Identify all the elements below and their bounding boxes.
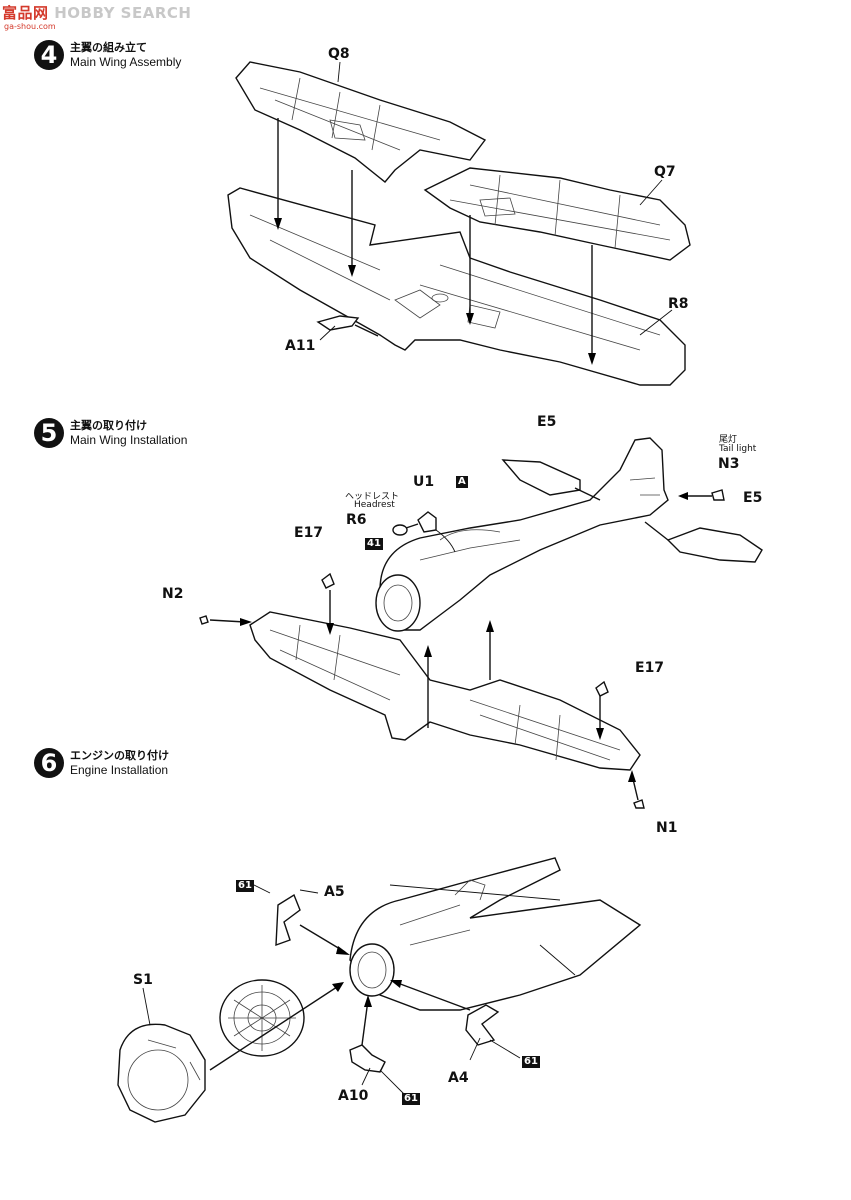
step-number: 4 [34, 40, 64, 70]
step-6-header: 6 エンジンの取り付け Engine Installation [34, 748, 169, 778]
label-headrest-ja: ヘッドレスト [345, 492, 400, 502]
step-number: 5 [34, 418, 64, 448]
paint-code-61-a10: 61 [402, 1093, 420, 1105]
step-title-en: Main Wing Assembly [70, 55, 182, 69]
watermark-url: ga-shou.com [4, 22, 56, 31]
part-r6 [392, 523, 419, 536]
label-u1: U1 [413, 474, 435, 490]
label-tail-light-ja: 尾灯 [719, 435, 738, 445]
label-n2: N2 [162, 586, 184, 602]
exhaust-a10 [349, 1044, 386, 1073]
step-4-header: 4 主翼の組み立て Main Wing Assembly [34, 40, 181, 70]
fuselage [375, 437, 669, 632]
step5-arrows [209, 590, 639, 801]
label-a5: A5 [324, 884, 345, 900]
step-number: 6 [34, 748, 64, 778]
label-s1: S1 [133, 972, 153, 988]
upper-wing-right-q7 [423, 167, 691, 261]
label-e5-right: E5 [743, 490, 763, 506]
label-headrest-en: Headrest [354, 500, 395, 510]
exhaust-a4 [465, 1004, 500, 1046]
label-tail-light-en: Tail light [719, 444, 757, 454]
upper-wing-left-q8 [235, 61, 487, 183]
label-a10: A10 [338, 1088, 369, 1104]
label-e17-right: E17 [635, 660, 665, 676]
paint-code-41: 41 [365, 538, 383, 550]
paint-code-a: A [456, 476, 468, 488]
watermark-logo: 富品网 HOBBY SEARCH [2, 4, 192, 22]
step-title-ja: 主翼の組み立て [70, 41, 147, 54]
step-title-ja: エンジンの取り付け [70, 749, 169, 762]
step-title-en: Main Wing Installation [70, 433, 188, 447]
step4-arrows [274, 118, 596, 365]
cowling-s1 [117, 1023, 206, 1123]
label-a4: A4 [448, 1070, 469, 1086]
label-q8: Q8 [328, 46, 350, 62]
step4-leaders [319, 61, 673, 341]
lower-wing-r8 [227, 187, 686, 386]
label-q7: Q7 [654, 164, 676, 180]
exhaust-a5 [275, 893, 301, 947]
paint-code-61-a4: 61 [522, 1056, 540, 1068]
step-title-en: Engine Installation [70, 763, 169, 777]
label-e5-top: E5 [537, 414, 557, 430]
label-r8: R8 [668, 296, 689, 312]
part-a11 [316, 315, 379, 337]
paint-code-61-a5: 61 [236, 880, 254, 892]
label-a11: A11 [285, 338, 316, 354]
small-parts-step5 [199, 572, 645, 809]
label-r6: R6 [346, 512, 367, 528]
headrest-u1 [417, 511, 456, 553]
step6-leaders [142, 883, 521, 1096]
fuselage-front [349, 857, 642, 1011]
tail-plane-right-e5 [644, 521, 763, 563]
main-wing-installed [249, 611, 641, 771]
step-title-ja: 主翼の取り付け [70, 419, 147, 432]
tail-plane-left-e5 [501, 459, 601, 501]
label-e17-left: E17 [294, 525, 324, 541]
engine [219, 979, 305, 1057]
step-5-header: 5 主翼の取り付け Main Wing Installation [34, 418, 187, 448]
label-n3: N3 [718, 456, 740, 472]
label-n1: N1 [656, 820, 678, 836]
tail-light-n3 [678, 489, 725, 501]
step6-arrows [209, 924, 471, 1071]
